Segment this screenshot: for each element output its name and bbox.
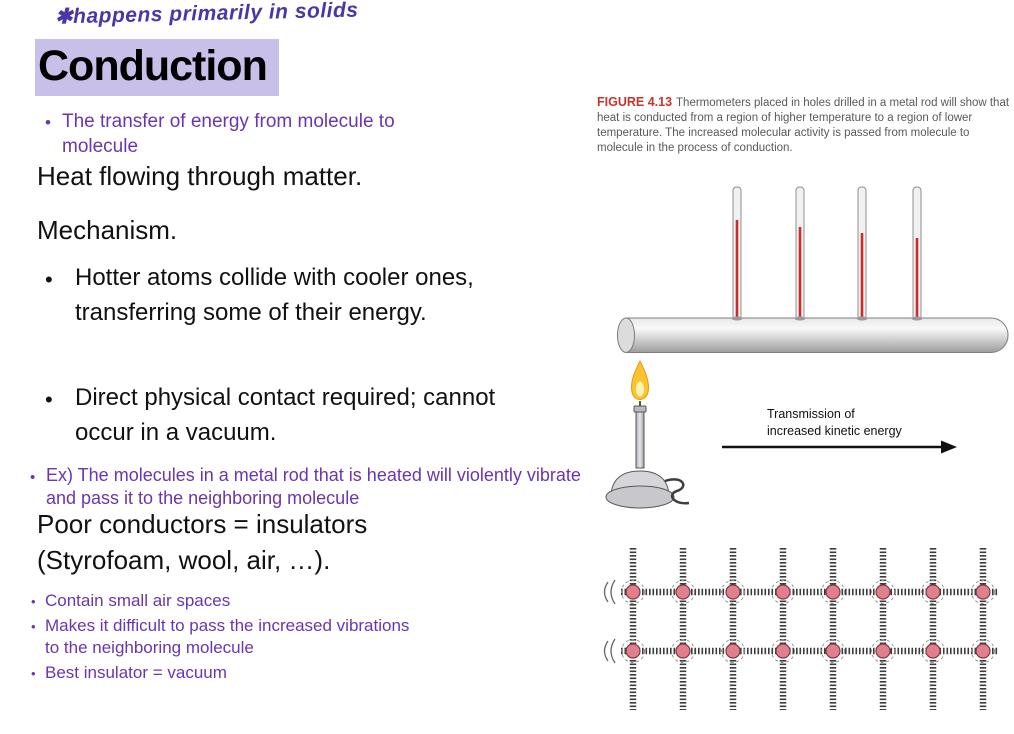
insulator-bullet-2: Makes it difficult to pass the increased… xyxy=(30,615,412,659)
flame-icon xyxy=(631,359,649,408)
mechanism-statement: Mechanism. xyxy=(37,215,178,245)
insulators-statement: Poor conductors = insulators (Styrofoam,… xyxy=(37,509,368,575)
figure-label: FIGURE 4.13 xyxy=(597,95,673,109)
title-highlight: Conduction xyxy=(35,39,279,96)
figure-caption-text: Thermometers placed in holes drilled in … xyxy=(597,97,1010,154)
mechanism-bullet-2: Direct physical contact required; cannot… xyxy=(45,380,497,450)
mechanism-bullet-1: Hotter atoms collide with cooler ones, t… xyxy=(45,260,497,330)
insulator-bullet-3: Best insulator = vacuum xyxy=(30,662,412,685)
heat-statement: Heat flowing through matter. xyxy=(37,161,363,191)
handwritten-note: ✱happens primarily in solids xyxy=(54,0,359,29)
burner-icon xyxy=(605,405,690,509)
vibration-rings xyxy=(621,580,995,663)
intro-bullet: The transfer of energy from molecule to … xyxy=(45,109,397,159)
transmission-arrow: Transmission of increased kinetic energy xyxy=(722,407,957,454)
vibration-arcs xyxy=(603,579,616,664)
arrow-label-line1: Transmission of xyxy=(767,407,855,421)
example-bullet: Ex) The molecules in a metal rod that is… xyxy=(30,464,586,510)
rod-thermometer-figure: Transmission of increased kinetic energy xyxy=(605,186,1009,509)
insulator-bullet-list: Contain small air spaces Makes it diffic… xyxy=(30,590,412,687)
molecules xyxy=(625,584,991,659)
spring-lattice xyxy=(621,548,999,710)
metal-rod xyxy=(617,316,1009,353)
thermometer-icon xyxy=(732,186,922,321)
arrow-label-line2: increased kinetic energy xyxy=(767,424,903,438)
molecular-lattice-figure xyxy=(603,548,999,710)
page-title: Conduction xyxy=(35,39,279,96)
insulator-bullet-1: Contain small air spaces xyxy=(30,590,412,613)
